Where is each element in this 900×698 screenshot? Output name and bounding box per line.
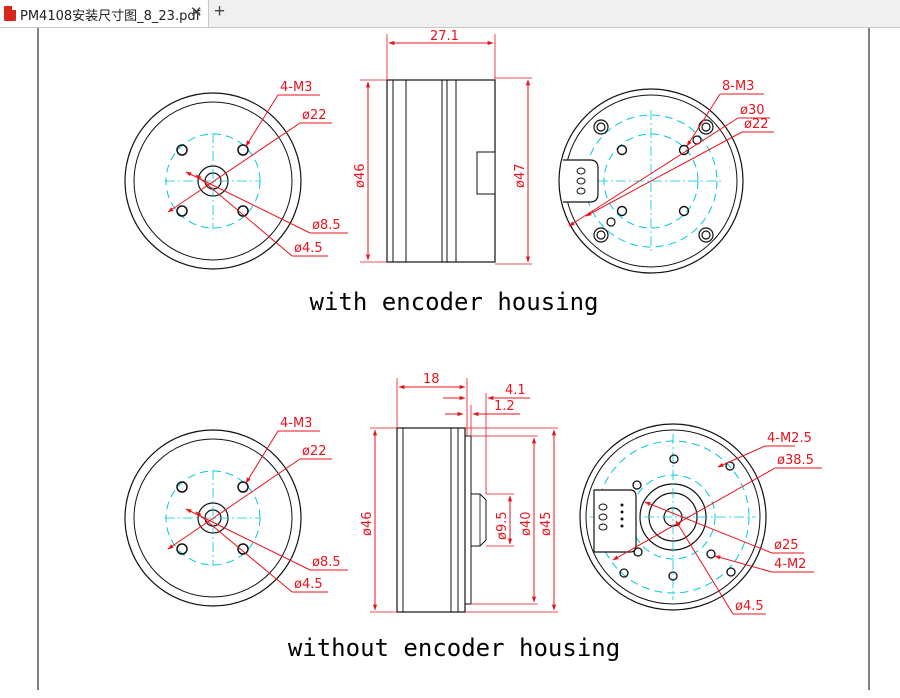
top-side-d47-label: ø47 [513,164,528,189]
tab-bar: PM4108安装尺寸图_8_23.pdf ✕ + [0,0,900,28]
bottom-front-d4-5-label: ø4.5 [294,577,323,592]
bottom-front-holes-label: 4-M3 [280,416,312,431]
drawing-page: 4-M3 ø22 ø8.5 ø4.5 27.1 ø46 ø47 [37,28,870,690]
bottom-side-d40-label: ø40 [519,512,534,537]
bottom-side-view: 18 4.1 1.2 ø46 ø9.5 ø40 ø45 [360,372,558,613]
new-tab-icon[interactable]: + [214,1,226,22]
top-side-d46-label: ø46 [353,164,368,189]
top-front-d22-label: ø22 [302,108,327,123]
bottom-side-d46-label: ø46 [360,512,375,537]
top-caption: with encoder housing [310,288,599,316]
top-side-view: 27.1 ø46 ø47 [353,29,532,265]
top-back-view: 8-M3 ø30 ø22 [558,79,774,274]
top-back-d22-label: ø22 [744,117,769,132]
bottom-caption: without encoder housing [288,634,620,662]
bottom-front-d22-label: ø22 [302,444,327,459]
bottom-back-d25-label: ø25 [774,538,799,553]
top-front-view: 4-M3 ø22 ø8.5 ø4.5 [124,80,348,270]
bottom-back-m2-label: 4-M2 [774,557,806,572]
top-back-d30-label: ø30 [740,103,765,118]
bottom-back-m2-5-label: 4-M2.5 [767,431,812,446]
bottom-side-len4-1-label: 4.1 [505,383,526,398]
bottom-front-d8-5-label: ø8.5 [312,555,341,570]
bottom-side-len18-label: 18 [423,372,440,387]
tab-title: PM4108安装尺寸图_8_23.pdf [20,9,201,24]
document-tab[interactable]: PM4108安装尺寸图_8_23.pdf ✕ [0,0,209,27]
top-front-holes-label: 4-M3 [280,80,312,95]
bottom-back-d4-5-label: ø4.5 [735,599,764,614]
top-side-width-label: 27.1 [430,29,459,44]
top-front-d8-5-label: ø8.5 [312,218,341,233]
top-front-d4-5-label: ø4.5 [294,241,323,256]
bottom-back-view: 4-M2.5 ø38.5 ø25 4-M2 ø4.5 [579,423,822,615]
bottom-side-len1-2-label: 1.2 [494,399,515,414]
bottom-front-view: 4-M3 ø22 ø8.5 ø4.5 [124,416,348,607]
bottom-side-d9-5-label: ø9.5 [495,511,510,540]
bottom-side-d45-label: ø45 [539,512,554,537]
bottom-back-d38-5-label: ø38.5 [777,453,814,468]
pdf-file-icon [4,6,16,21]
top-back-holes-label: 8-M3 [722,79,754,94]
close-tab-icon[interactable]: ✕ [190,4,203,21]
pdf-viewer: 4-M3 ø22 ø8.5 ø4.5 27.1 ø46 ø47 [0,28,900,693]
